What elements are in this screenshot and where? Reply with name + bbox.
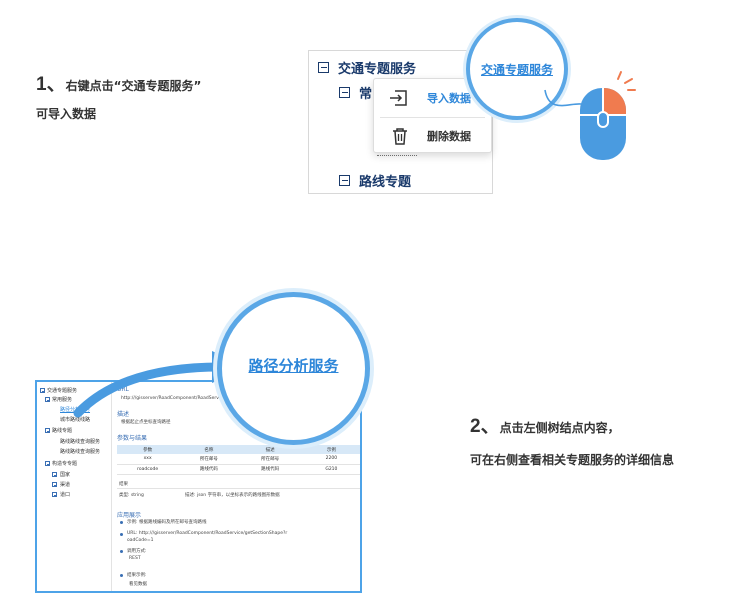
screenshot-detail-pane: URL http:///gisserver/RoadComponent/Road… <box>115 382 360 591</box>
tree-node-label: 路线专题 <box>359 175 412 190</box>
usage-item-value: 看见数据 <box>129 582 147 587</box>
magnifier-label: 路径分析服务 <box>248 357 339 375</box>
bullet-icon <box>120 550 123 553</box>
menu-item-delete[interactable]: 删除数据 <box>374 117 493 154</box>
usage-item: 示例: 根据路线编码及所在邮号查询路线 <box>127 520 207 525</box>
collapse-icon[interactable] <box>40 388 45 393</box>
bullet-icon <box>120 533 123 536</box>
tree-node-child1[interactable]: 常 <box>339 83 372 102</box>
tree-node-group2[interactable]: 路线专题 <box>52 428 73 434</box>
usage-item-cont: oadCode=1 <box>127 538 154 543</box>
step2-number: 2、 <box>470 416 500 437</box>
tree-node-root[interactable]: 交通专题服务 <box>318 58 416 77</box>
step1-number: 1、 <box>36 74 66 95</box>
divider <box>117 488 360 489</box>
collapse-icon[interactable] <box>339 175 350 186</box>
table-header: 示例 <box>326 447 336 453</box>
tree-node-label: 常 <box>359 87 373 102</box>
trash-icon <box>393 127 407 145</box>
import-icon <box>390 89 407 106</box>
collapse-icon[interactable] <box>45 461 50 466</box>
mouse-icon <box>544 71 636 160</box>
result-desc: 描述: json 字符串，以坐标表示的路线图形数据 <box>185 493 280 498</box>
url-value: http:///gisserver/RoadComponent/RoadServ <box>121 396 219 401</box>
step2-heading: 2、 点击左侧树结点内容， <box>470 411 620 438</box>
expand-icon[interactable] <box>52 492 57 497</box>
result-type: 类型: string <box>119 493 144 498</box>
tree-node-root[interactable]: 交通专题服务 <box>47 388 78 394</box>
expand-icon[interactable] <box>52 472 57 477</box>
result-label: 结果 <box>119 482 128 487</box>
table-cell: 所在邮号 <box>199 456 218 462</box>
table-cell: 2200 <box>325 456 338 462</box>
usage-item-value: REST <box>129 556 141 561</box>
table-cell: G210 <box>325 466 338 472</box>
hidden-node-fragment <box>377 155 417 157</box>
usage-label: 应用展示 <box>117 512 142 519</box>
desc-label: 描述 <box>117 411 130 418</box>
bullet-icon <box>120 521 123 524</box>
url-label: URL <box>117 386 129 393</box>
table-cell: 路线代码 <box>199 467 218 472</box>
step1-heading: 1、 右键点击“交通专题服务” <box>36 69 201 96</box>
magnifier-bottom: 路径分析服务 <box>217 292 370 445</box>
magnifier-label: 交通专题服务 <box>480 63 553 77</box>
table-row: roadcode 路线代码 路线代码 G210 <box>117 464 360 474</box>
params-table: 参数 名称 描述 示例 xxx 所在邮号 所在邮号 2200 roadcode … <box>117 445 360 475</box>
table-header: 名称 <box>204 447 214 453</box>
tree-node-label: 交通专题服务 <box>338 62 417 77</box>
table-cell: 路线代码 <box>261 467 280 472</box>
step2-line1: 点击左侧树结点内容， <box>499 421 620 435</box>
tree-node-item[interactable]: 城市路线线路 <box>60 417 91 423</box>
step1-line2: 可导入数据 <box>36 107 97 121</box>
usage-item: URL: http:///gisserver/RoadComponent/Roa… <box>127 531 288 536</box>
tree-node-item[interactable]: 路线路线查询服务 <box>60 449 101 455</box>
expand-icon[interactable] <box>52 482 57 487</box>
table-header: 参数 <box>143 447 153 453</box>
tree-node-item[interactable]: 道口 <box>60 492 71 498</box>
usage-item: 结果示例: <box>127 573 147 578</box>
collapse-icon[interactable] <box>318 62 329 73</box>
table-cell: roadcode <box>137 466 159 472</box>
menu-divider <box>380 117 485 118</box>
tree-node-group3[interactable]: 构造专专题 <box>52 461 78 467</box>
table-header-row: 参数 名称 描述 示例 <box>117 445 360 454</box>
table-cell: 所在邮号 <box>261 456 280 462</box>
tree-node-child2[interactable]: 路线专题 <box>339 171 411 190</box>
collapse-icon[interactable] <box>45 428 50 433</box>
usage-item: 调用方式: <box>127 549 147 554</box>
menu-item-label: 导入数据 <box>427 91 471 105</box>
table-row: xxx 所在邮号 所在邮号 2200 <box>117 454 360 464</box>
collapse-icon[interactable] <box>339 87 350 98</box>
tree-node-item[interactable]: 路线路线查询服务 <box>60 439 101 445</box>
collapse-icon[interactable] <box>45 397 50 402</box>
menu-item-import[interactable]: 导入数据 <box>374 79 493 116</box>
table-header: 描述 <box>265 447 275 453</box>
tree-node-item[interactable]: 渠道 <box>60 482 71 488</box>
menu-item-label: 删除数据 <box>427 129 471 143</box>
bullet-icon <box>120 574 123 577</box>
step2-line2: 可在右侧查看相关专题服务的详细信息 <box>470 453 675 467</box>
desc-value: 根据起止点坐标查询路径 <box>121 420 171 425</box>
step1-line1: 右键点击“交通专题服务” <box>65 79 202 93</box>
tree-node-group1[interactable]: 常用服务 <box>52 397 73 403</box>
context-menu: 导入数据 删除数据 <box>373 78 492 153</box>
table-cell: xxx <box>143 456 152 462</box>
params-label: 参数与结果 <box>117 435 148 442</box>
tree-node-item[interactable]: 国家 <box>60 472 71 478</box>
